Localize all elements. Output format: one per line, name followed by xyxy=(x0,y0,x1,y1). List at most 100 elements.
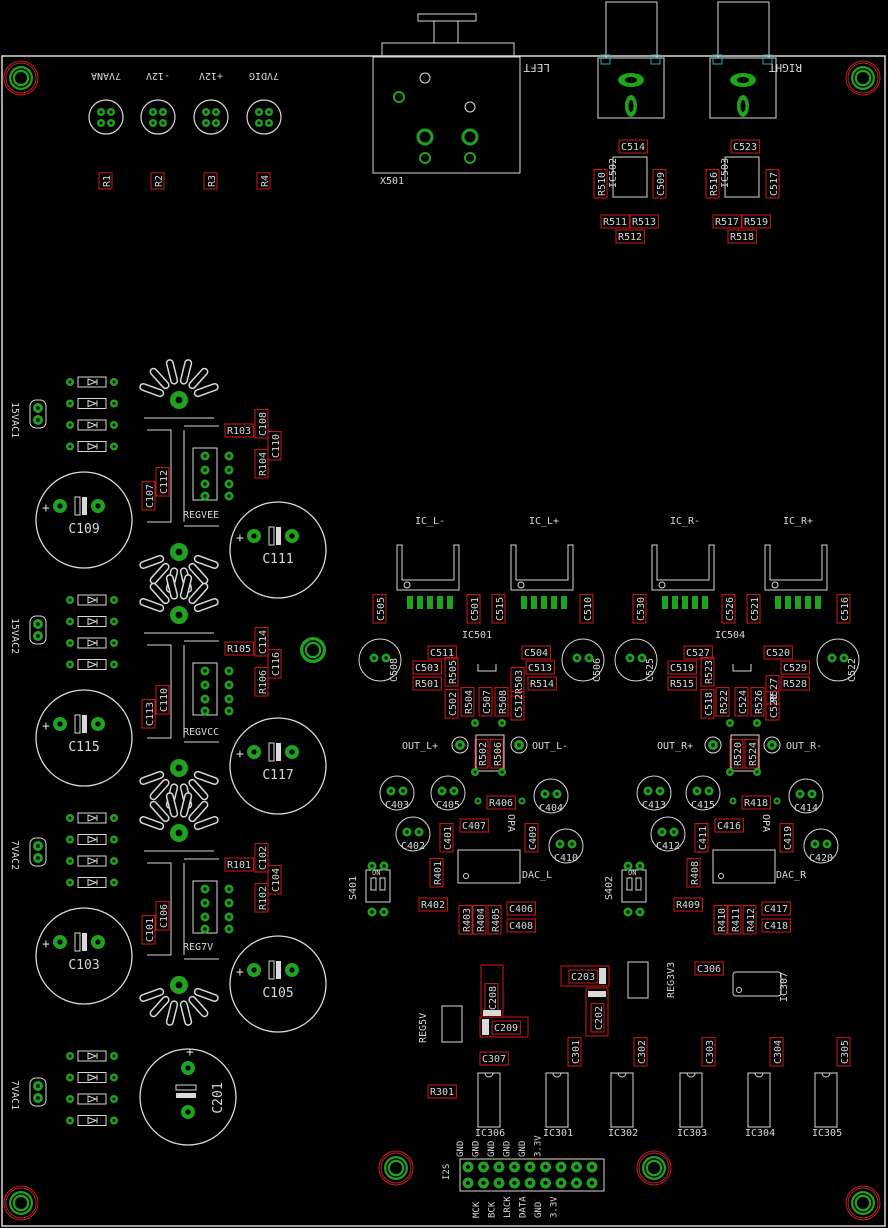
heatsink-body xyxy=(147,644,172,739)
pad-hole xyxy=(57,503,63,509)
component-label: R412 xyxy=(742,905,757,935)
on-label: ON xyxy=(372,869,380,877)
pad-hole xyxy=(36,634,40,638)
cap-outline xyxy=(650,816,686,852)
diode-symbol xyxy=(87,660,98,669)
opamp-labels: IC501 IC504 xyxy=(462,630,752,672)
component-label: R1 xyxy=(98,172,113,190)
label-text: C521 xyxy=(750,597,761,621)
component-label: C530 xyxy=(632,594,647,624)
label-text: R1 xyxy=(102,175,113,187)
pad-hole xyxy=(203,494,207,498)
label-box xyxy=(458,905,473,935)
led-label: 7VANA xyxy=(91,70,121,81)
pad-hole xyxy=(203,915,207,919)
component-label: R512 xyxy=(615,229,645,244)
ic-label: IC301 xyxy=(543,1128,573,1139)
cap-label: C115 xyxy=(68,740,99,755)
label-box xyxy=(836,594,851,624)
ic-label: IC304 xyxy=(745,1128,775,1139)
pad-hole xyxy=(227,709,231,713)
ic-pin xyxy=(795,596,801,609)
pad-hole xyxy=(481,1164,486,1170)
pad-hole xyxy=(227,915,231,919)
cap-outline xyxy=(35,689,133,787)
pad-hole xyxy=(203,482,207,486)
label-box xyxy=(267,865,282,895)
cap-outline xyxy=(803,828,839,864)
label-text: C528 xyxy=(769,694,780,718)
diode-symbol xyxy=(87,617,98,626)
label-text: R527 xyxy=(769,678,780,702)
component-label: C511 xyxy=(427,645,457,660)
diode-body xyxy=(77,616,107,627)
pad-hole xyxy=(384,656,388,660)
pad-hole xyxy=(36,1096,40,1100)
pad-hole xyxy=(175,611,183,619)
big-capacitor: +C105 xyxy=(229,935,327,1033)
pad-hole xyxy=(68,837,72,842)
component-label: C401 xyxy=(439,823,454,853)
pad-hole xyxy=(36,622,40,626)
label-text: C116 xyxy=(271,652,282,676)
pin-label: GND xyxy=(503,1141,513,1157)
pad-hole xyxy=(672,830,676,834)
component-label: R519 xyxy=(741,214,771,229)
small-capacitor: C506 xyxy=(561,638,605,682)
label-box xyxy=(429,858,444,888)
component-label: R514 xyxy=(527,676,557,691)
label-text: C510 xyxy=(583,597,594,621)
label-text: C411 xyxy=(698,826,709,850)
cap-plate xyxy=(268,526,275,546)
mount-inner xyxy=(853,68,873,88)
mount-inner xyxy=(303,640,323,660)
pad-hole xyxy=(68,444,72,449)
logic-ic: IC302 xyxy=(608,1072,638,1139)
label-text: R520 xyxy=(733,742,744,766)
pad-hole xyxy=(68,880,72,885)
pad-hole xyxy=(570,842,574,846)
mount-ring xyxy=(636,1150,672,1186)
resistor-outline xyxy=(475,734,505,772)
label-box xyxy=(460,687,475,717)
mount-ring xyxy=(3,1185,39,1221)
label-text: R408 xyxy=(690,861,701,885)
label-box xyxy=(652,169,667,199)
pad-hole xyxy=(512,1164,517,1170)
component-label: C516 xyxy=(836,594,851,624)
label-text: R517 xyxy=(715,217,739,228)
label-box xyxy=(700,657,715,687)
mount-ring xyxy=(845,1185,881,1221)
label-text: C401 xyxy=(443,826,454,850)
label-box xyxy=(667,676,697,691)
label-text: R523 xyxy=(704,660,715,684)
ic-pin xyxy=(561,596,567,609)
pin-label: GND xyxy=(487,1141,497,1157)
label-text: C114 xyxy=(258,630,269,654)
pin-label: 3.3V xyxy=(534,1135,544,1157)
pad-hole xyxy=(175,764,183,772)
cap-label: C413 xyxy=(642,800,666,811)
mount-inner xyxy=(11,1193,31,1213)
component-label: R524 xyxy=(744,739,759,769)
label-text: C520 xyxy=(766,648,790,659)
ic-pin xyxy=(702,596,708,609)
label-box xyxy=(632,594,647,624)
output-pins: OUT_L+OUT_L-OUT_R+OUT_R- xyxy=(402,719,822,776)
plus-sign: + xyxy=(236,965,244,980)
component-label: C509 xyxy=(652,169,667,199)
label-text: R512 xyxy=(618,232,642,243)
pad-hole xyxy=(68,1075,72,1080)
label-text: C304 xyxy=(773,1040,784,1064)
component-label: R502 xyxy=(474,739,489,769)
label-text: C303 xyxy=(705,1040,716,1064)
component-label: R405 xyxy=(487,905,502,935)
label-box xyxy=(224,641,254,656)
pin-label: GND xyxy=(518,1141,528,1157)
label-box xyxy=(836,1037,851,1067)
led-outline xyxy=(246,99,282,135)
component-label: R2 xyxy=(150,172,165,190)
label-text: C529 xyxy=(783,663,807,674)
cap-outline xyxy=(636,775,672,811)
label-box xyxy=(256,172,271,190)
